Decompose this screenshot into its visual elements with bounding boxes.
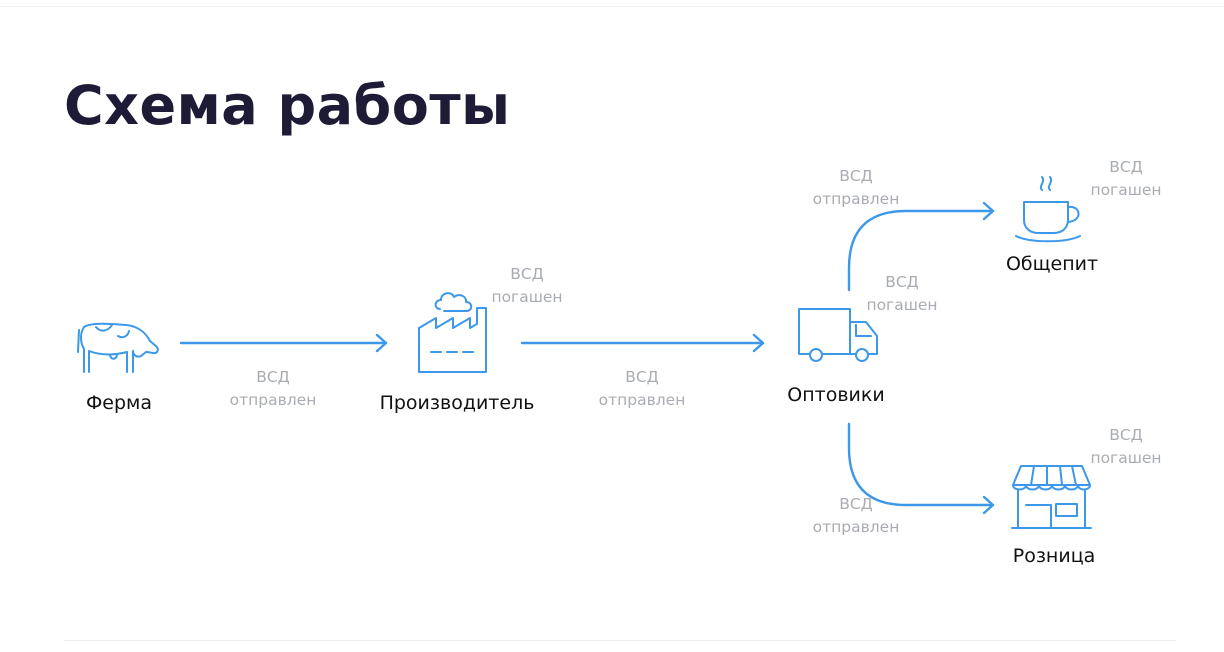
- top-divider: [0, 6, 1224, 7]
- truck-icon: [798, 308, 878, 362]
- factory-icon: [418, 292, 487, 373]
- store-icon: [1011, 465, 1092, 529]
- cow-icon: [77, 322, 159, 373]
- arrow-producer-to-wholesale: [520, 333, 765, 353]
- node-label-producer: Производитель: [379, 392, 535, 414]
- node-label-farm: Ферма: [85, 392, 153, 414]
- arrow-wholesale-to-catering: [847, 201, 995, 292]
- node-label-catering: Общепит: [1005, 253, 1099, 275]
- node-label-wholesale: Оптовики: [787, 384, 885, 406]
- bottom-divider: [64, 640, 1176, 641]
- page-title: Схема работы: [64, 74, 511, 137]
- coffee-cup-icon: [1015, 176, 1081, 243]
- arrow-wholesale-to-retail: [847, 422, 995, 515]
- node-label-retail: Розница: [1012, 545, 1096, 567]
- arrow-farm-to-producer: [179, 333, 388, 353]
